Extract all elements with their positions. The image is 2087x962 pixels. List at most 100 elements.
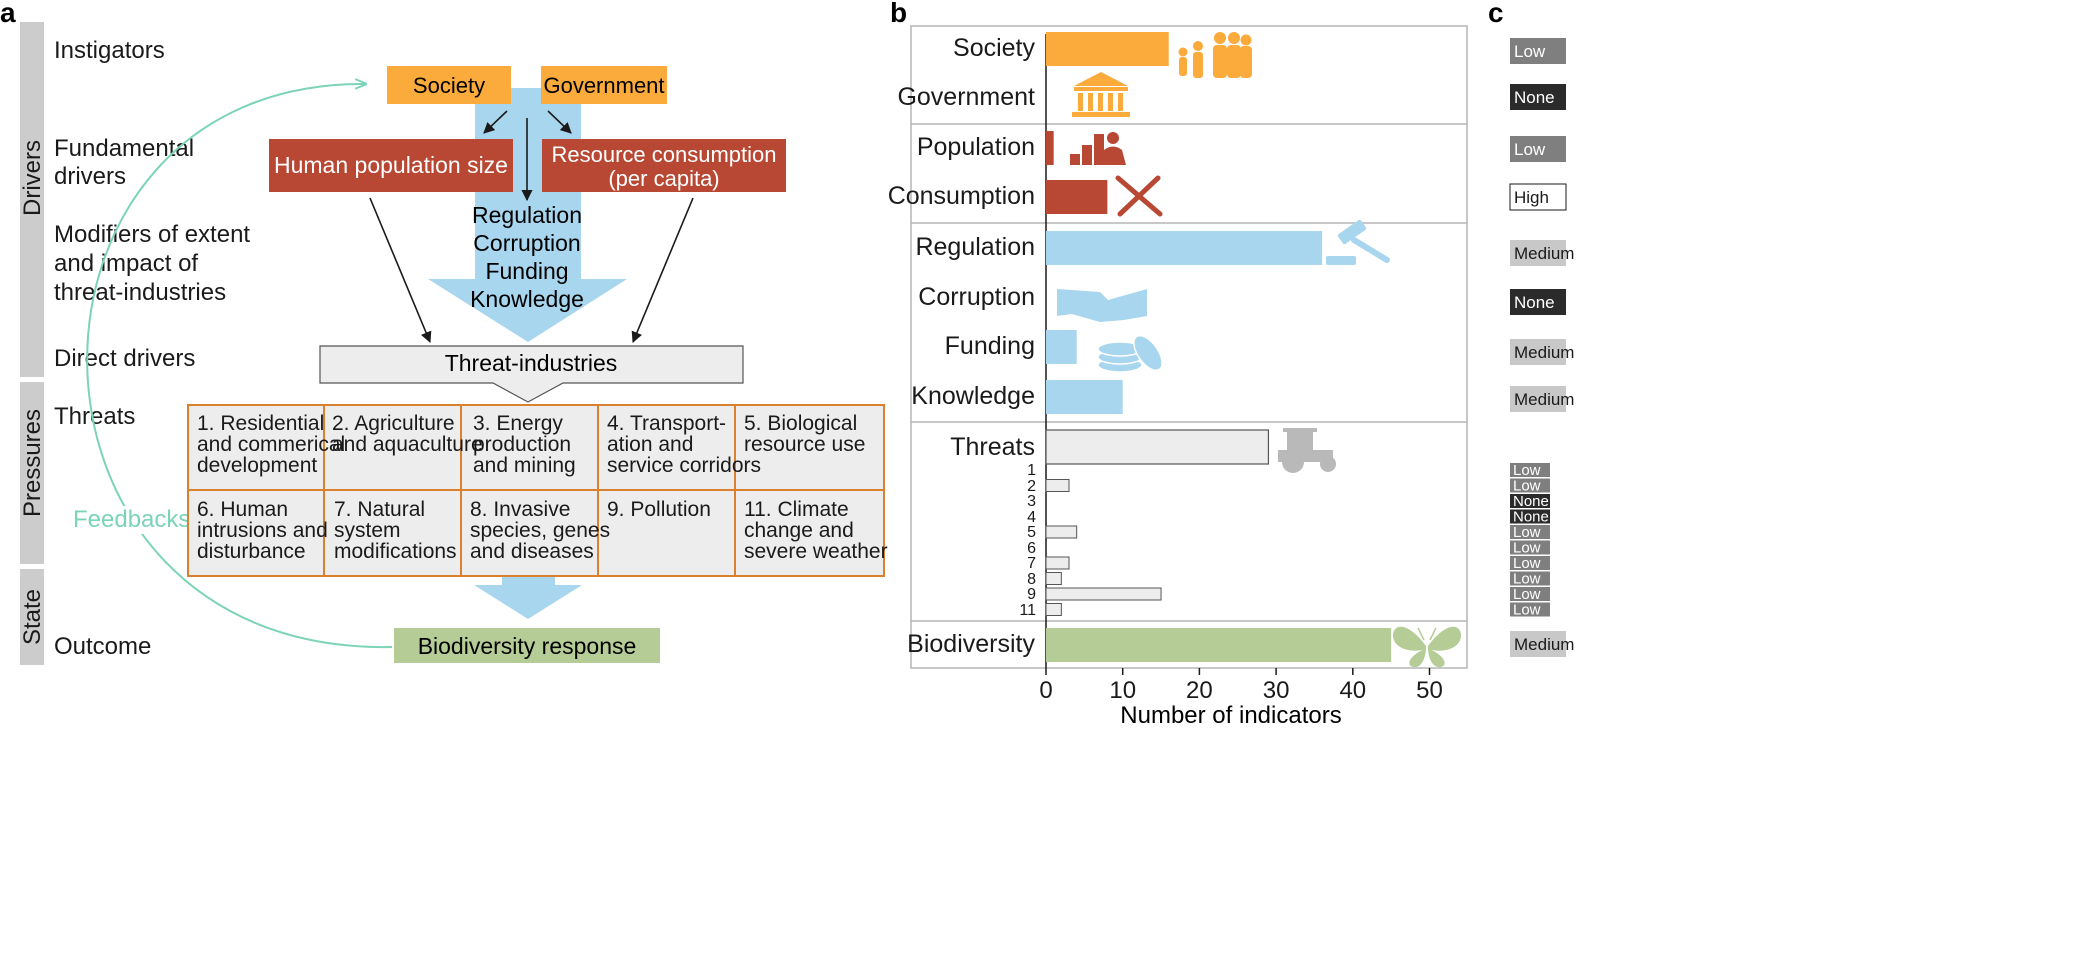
modifier-regulation: Regulation [472, 202, 582, 228]
panel-label-c: c [1488, 0, 1504, 28]
row-label-knowledge: Knowledge [911, 382, 1035, 410]
gavel-icon [1326, 219, 1390, 265]
threat-sub-label: 2 [1027, 478, 1036, 495]
bar-threats [1045, 429, 1270, 465]
threat-industries-box [319, 345, 744, 403]
threat-cell-line: development [197, 454, 317, 477]
drivers-band [20, 22, 44, 377]
tractor-icon [1278, 428, 1336, 473]
threat-cell-line: modifications [334, 540, 457, 563]
government-building-icon [1072, 72, 1130, 117]
bar-biodiversity [1046, 628, 1392, 662]
threat-cell-line: disturbance [197, 540, 306, 563]
bar-regulation [1046, 231, 1323, 265]
level-fundamental-1: Fundamental [54, 135, 194, 162]
threat-cell-6: 6. Human intrusions and disturbance [197, 498, 328, 563]
rating-badge [1509, 183, 1567, 211]
panel-c: c LowNoneLowHighMediumNoneMediumMediumMe… [1488, 0, 1574, 657]
arrow-population-to-industries [369, 197, 432, 344]
threat-sub-label: 11 [1019, 602, 1036, 619]
rating-badge-small [1510, 587, 1550, 601]
threat-industries-label: Threat-industries [445, 350, 618, 376]
threat-cell-2: 2. Agriculture and aquaculture [332, 412, 483, 456]
threat-sub-bar [1045, 603, 1062, 616]
society-box-label: Society [413, 73, 485, 98]
bar-society [1046, 32, 1169, 66]
threat-cell-7: 7. Natural system modifications [334, 498, 457, 563]
threat-cell-1: 1. Residential and commerical developmen… [197, 412, 345, 477]
rating-badge-small-text: Low [1513, 571, 1541, 588]
rating-badge-small-text: None [1513, 509, 1549, 526]
threat-cell-line: and aquaculture [332, 433, 483, 456]
threat-sub-label: 4 [1027, 509, 1036, 526]
threat-cell-line: 2. Agriculture [332, 412, 455, 435]
rating-badge-small [1510, 525, 1550, 539]
rating-badge [1510, 386, 1566, 412]
drivers-band-label: Drivers [19, 140, 46, 216]
threat-cell-line: 11. Climate [744, 498, 849, 521]
threat-cell-line: intrusions and [197, 519, 328, 542]
rating-badge-small-text: Low [1513, 524, 1541, 541]
row-label-threats: Threats [950, 433, 1035, 461]
threat-cell-line: 5. Biological [744, 412, 857, 435]
biodiversity-response-box [394, 628, 660, 663]
feedbacks-label: Feedbacks [73, 506, 190, 533]
x-tick-label: 20 [1186, 677, 1213, 704]
consumption-box [542, 139, 786, 192]
threat-sub-bar [1045, 572, 1062, 585]
level-modifiers-3: threat-industries [54, 279, 226, 306]
threat-sub-bars [1045, 479, 1162, 616]
rating-badge [1510, 289, 1566, 315]
handshake-icon [1057, 289, 1147, 322]
rating-badge-text: None [1514, 293, 1555, 312]
threat-sub-label: 3 [1027, 493, 1036, 510]
panel-label-b: b [890, 0, 907, 28]
row-label-consumption: Consumption [888, 182, 1035, 210]
rating-badge [1510, 84, 1566, 110]
x-tick-label: 10 [1109, 677, 1136, 704]
population-box [269, 139, 513, 192]
threat-sub-label: 5 [1027, 524, 1036, 541]
rating-badge-small-text: Low [1513, 540, 1541, 557]
modifier-knowledge: Knowledge [470, 286, 584, 312]
threat-cell-line: system [334, 519, 401, 542]
rating-badge-text: None [1514, 88, 1555, 107]
row-label-government: Government [897, 83, 1035, 111]
row-label-population: Population [917, 133, 1035, 161]
threat-cell-line: ation and [607, 433, 693, 456]
threat-cell-line: production [473, 433, 571, 456]
arrow-consumption-to-industries [631, 197, 694, 344]
rating-badge-small-text: Low [1513, 555, 1541, 572]
x-tick-label: 50 [1416, 677, 1443, 704]
threat-cell-line: change and [744, 519, 854, 542]
panel-label-a: a [0, 0, 16, 28]
threat-cell-line: 9. Pollution [607, 498, 711, 521]
x-tick-label: 30 [1263, 677, 1290, 704]
rating-badge [1510, 240, 1566, 266]
state-band [20, 569, 44, 665]
rating-badges: LowNoneLowHighMediumNoneMediumMediumMedi… [1509, 38, 1574, 657]
family-icon [1178, 32, 1252, 78]
bar-consumption [1046, 180, 1108, 214]
threat-cell-3: 3. Energy production and mining [473, 412, 576, 477]
rating-badge-small-text: Low [1513, 586, 1541, 603]
level-instigators: Instigators [54, 37, 165, 64]
x-tick-label: 0 [1039, 677, 1052, 704]
x-axis-label: Number of indicators [1120, 702, 1341, 729]
rating-badge-small [1510, 509, 1550, 524]
biodiversity-response-label: Biodiversity response [418, 633, 637, 659]
bar-knowledge [1046, 380, 1123, 414]
pressures-band [20, 382, 44, 564]
threat-sub-label: 1 [1027, 462, 1036, 479]
threat-sub-bar [1045, 479, 1070, 492]
threat-cell-line: 1. Residential [197, 412, 324, 435]
rating-badge [1510, 631, 1566, 657]
threat-sub-label: 8 [1027, 571, 1036, 588]
government-box [541, 66, 667, 104]
threat-cell-line: and commerical [197, 433, 345, 456]
threat-cell-4: 4. Transport- ation and service corridor… [607, 412, 761, 477]
row-label-funding: Funding [945, 332, 1035, 360]
threat-cell-11: 11. Climate change and severe weather [744, 498, 888, 563]
rating-badge-text: Medium [1514, 390, 1574, 409]
rating-badge-small-text: Low [1513, 462, 1541, 479]
